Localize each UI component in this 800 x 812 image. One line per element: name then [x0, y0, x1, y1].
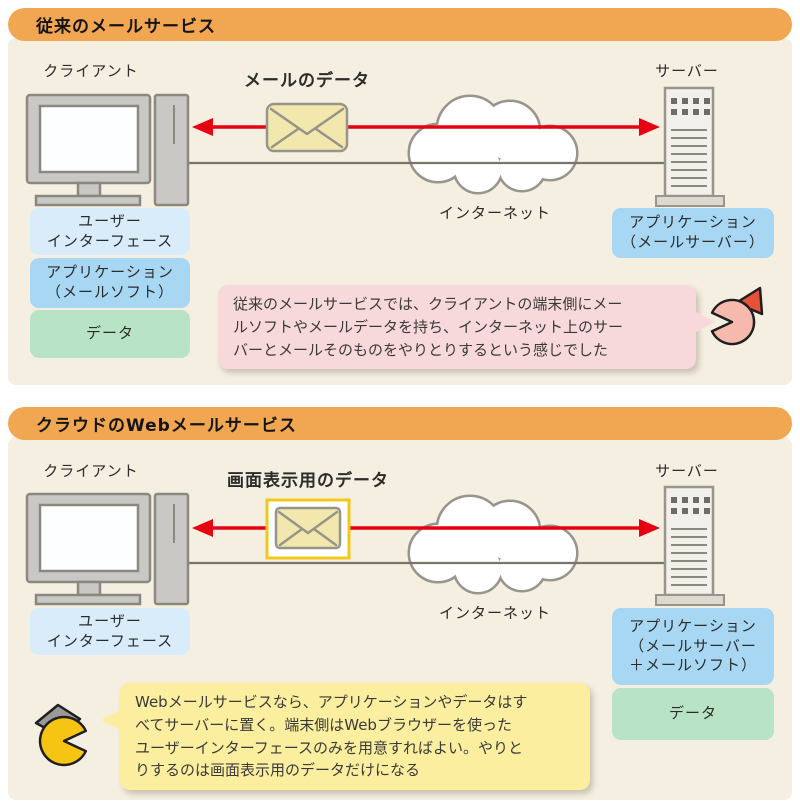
panel-cloud-webmail: クラウドのWebメールサービス [8, 407, 792, 800]
client-ui-box: ユーザー インターフェース [30, 208, 190, 255]
client-data-box: データ [30, 310, 190, 358]
client-label: クライアント [43, 62, 139, 80]
server-illustration [655, 485, 725, 606]
client-ui-box: ユーザー インターフェース [30, 608, 190, 655]
monitor-screen [38, 503, 140, 573]
client-ui-line1: ユーザー [78, 211, 142, 230]
internet-label: インターネット [438, 204, 551, 222]
panel2-title: クラウドのWebメールサービス [36, 416, 297, 436]
panel1-header: 従来のメールサービス [8, 8, 792, 41]
monitor-neck [76, 181, 102, 198]
client-ui-line1: ユーザー [78, 611, 142, 630]
client-app-line1: アプリケーション [46, 263, 174, 282]
bubble1-line2: ルソフトやメールデータを持ち、インターネット上のサー [233, 317, 624, 336]
monitor-neck [76, 580, 102, 597]
server-leds [671, 98, 710, 115]
server-data-box: データ [612, 688, 774, 740]
monitor-screen [38, 104, 140, 174]
red-bird-icon [710, 286, 764, 346]
bubble1-line1: 従来のメールサービスでは、クライアントの端末側にメー [233, 295, 623, 313]
client-data-line1: データ [85, 324, 134, 343]
server-app-line1: アプリケーション [629, 213, 757, 232]
screen-display-envelope-icon [265, 498, 351, 560]
display-data-label: 画面表示用のデータ [227, 471, 389, 491]
client-ui-line2: インターフェース [46, 231, 174, 250]
server-app-line2: （メールサーバー [629, 636, 757, 655]
server-app-box: アプリケーション （メールサーバー ＋メールソフト） [612, 608, 774, 685]
panel2-header: クラウドのWebメールサービス [8, 407, 792, 440]
explanation-bubble-traditional: 従来のメールサービスでは、クライアントの端末側にメー ルソフトやメールデータを持… [218, 285, 715, 370]
server-illustration [655, 86, 725, 207]
explanation-bubble-webmail: Webメールサービスなら、アプリケーションやデータはす べてサーバーに置く。端末… [101, 683, 590, 791]
panel-traditional-mail: 従来のメールサービス [8, 8, 792, 385]
bubble2-line3: ユーザーインターフェースのみを用意すればよい。やりと [135, 738, 524, 757]
client-app-box: アプリケーション （メールソフト） [30, 258, 190, 308]
server-app-box: アプリケーション （メールサーバー） [612, 208, 774, 258]
cloud-shape [407, 94, 579, 195]
internet-label: インターネット [438, 604, 551, 622]
bubble1-line3: バーとメールそのものをやりとりするという感じでした [233, 340, 609, 359]
panel2-diagram [25, 485, 725, 606]
server-label: サーバー [655, 62, 719, 80]
server-leds [671, 497, 710, 514]
mail-data-label: メールのデータ [244, 71, 370, 91]
client-computer-illustration [25, 93, 190, 207]
panel1-title: 従来のメールサービス [36, 17, 216, 37]
mail-envelope-icon [265, 102, 349, 153]
bubble2-tail [101, 709, 122, 731]
server-app-line2: （メールサーバー） [621, 233, 765, 251]
server-data-line1: データ [668, 704, 717, 723]
bubble2-line1: Webメールサービスなら、アプリケーションやデータはす [135, 693, 528, 711]
server-label: サーバー [655, 462, 719, 480]
bubble2-line4: りするのは画面表示用のデータだけになる [135, 761, 421, 780]
monitor-base [34, 194, 142, 207]
client-computer-illustration [25, 492, 190, 606]
monitor-base [34, 593, 142, 606]
bubble2-line2: べてサーバーに置く。端末側はWebブラウザーを使った [135, 715, 512, 734]
bubble1-tail [694, 311, 715, 333]
client-label: クライアント [43, 462, 139, 480]
client-app-line2: （メールソフト） [45, 283, 174, 301]
yellow-bird-icon [34, 703, 88, 767]
cloud-shape [407, 494, 579, 595]
client-ui-line2: インターフェース [46, 631, 174, 650]
server-app-line1: アプリケーション [629, 616, 757, 635]
pc-tower [153, 93, 190, 207]
pc-tower [153, 492, 190, 606]
server-app-line3: ＋メールソフト） [628, 656, 757, 675]
panel1-diagram [25, 86, 725, 207]
